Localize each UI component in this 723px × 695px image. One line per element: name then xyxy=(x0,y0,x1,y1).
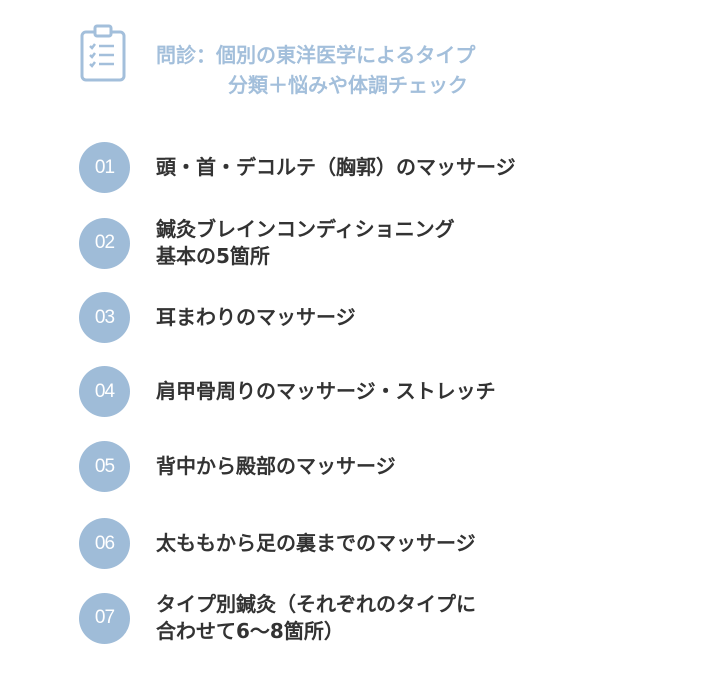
step-label-line1: 鍼灸ブレインコンディショニング xyxy=(156,217,455,241)
step-number-badge: 01 xyxy=(79,142,130,193)
step-label-line1: タイプ別鍼灸（それぞれのタイプに xyxy=(156,592,476,616)
step-label: 鍼灸ブレインコンディショニング基本の5箇所 xyxy=(156,216,455,270)
list-item: 07 タイプ別鍼灸（それぞれのタイプに合わせて6〜8箇所） xyxy=(79,591,476,645)
title-line2: 分類＋悩みや体調チェック xyxy=(228,73,468,97)
step-label-line1: 背中から殿部のマッサージ xyxy=(156,454,396,478)
list-item: 01 頭・首・デコルテ（胸郭）のマッサージ xyxy=(79,142,516,193)
step-label-line2: 基本の5箇所 xyxy=(156,244,270,268)
step-label: タイプ別鍼灸（それぞれのタイプに合わせて6〜8箇所） xyxy=(156,591,476,645)
step-label-line2: 合わせて6〜8箇所） xyxy=(156,619,344,643)
list-item: 02 鍼灸ブレインコンディショニング基本の5箇所 xyxy=(79,216,455,270)
step-label: 頭・首・デコルテ（胸郭）のマッサージ xyxy=(156,154,516,181)
page-title: 問診：個別の東洋医学によるタイプ 分類＋悩みや体調チェック xyxy=(156,40,475,100)
step-number-badge: 05 xyxy=(79,441,130,492)
step-number-badge: 04 xyxy=(79,366,130,417)
list-item: 05 背中から殿部のマッサージ xyxy=(79,441,396,492)
list-item: 04 肩甲骨周りのマッサージ・ストレッチ xyxy=(79,366,496,417)
step-label-line1: 耳まわりのマッサージ xyxy=(156,305,356,329)
step-number-badge: 02 xyxy=(79,217,130,269)
list-item: 06 太ももから足の裏までのマッサージ xyxy=(79,518,476,569)
step-label-line1: 太ももから足の裏までのマッサージ xyxy=(156,531,476,555)
step-label: 太ももから足の裏までのマッサージ xyxy=(156,530,476,557)
step-number-badge: 03 xyxy=(79,292,130,343)
step-label: 背中から殿部のマッサージ xyxy=(156,453,396,480)
list-item: 03 耳まわりのマッサージ xyxy=(79,292,356,343)
step-number-badge: 06 xyxy=(79,518,130,569)
title-line1: 問診：個別の東洋医学によるタイプ xyxy=(156,43,476,67)
step-label: 耳まわりのマッサージ xyxy=(156,304,356,331)
step-label-line1: 肩甲骨周りのマッサージ・ストレッチ xyxy=(156,379,496,403)
step-label-line1: 頭・首・デコルテ（胸郭）のマッサージ xyxy=(156,155,516,179)
step-number-badge: 07 xyxy=(79,592,130,644)
clipboard-checklist-icon xyxy=(80,24,126,82)
step-label: 肩甲骨周りのマッサージ・ストレッチ xyxy=(156,378,496,405)
